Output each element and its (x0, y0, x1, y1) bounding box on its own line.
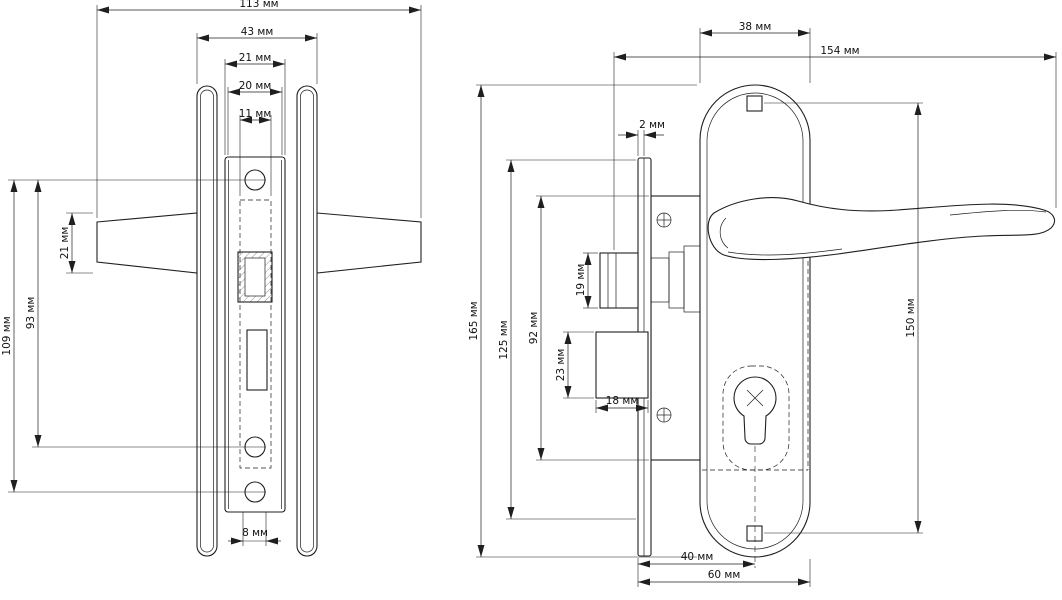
right-handle-profile (316, 212, 422, 274)
deadbolt (595, 331, 649, 399)
front-view (595, 84, 1056, 568)
dim-label-plate-depth: 60 мм (708, 569, 741, 581)
side-view-dimensions: 113 мм 43 мм 21 мм 20 мм 11 мм 21 мм 93 … (1, 0, 422, 546)
case-screw-top (656, 212, 672, 228)
bottom-screw-cover (746, 525, 763, 542)
latch-inner-detail (244, 257, 266, 297)
right-escutcheon-inner-line (300, 89, 314, 553)
side-view (96, 85, 422, 557)
handle-highlight-top (949, 209, 1047, 216)
cylinder-recess-hidden (722, 365, 790, 471)
dim-label-overall-length: 154 мм (820, 45, 859, 57)
front-view-dimensions: 38 мм 154 мм 2 мм 19 мм 23 мм 18 мм 92 м… (468, 21, 1057, 587)
dim-label-spindle-slot: 8 мм (242, 527, 268, 539)
keyhole-cross-2 (746, 389, 764, 407)
dim-label-rose-span: 43 мм (241, 26, 274, 38)
top-screw-cover (746, 95, 763, 112)
left-handle-profile (96, 212, 198, 274)
dim-label-deadbolt-width: 18 мм (606, 395, 639, 407)
handle-neck-line (719, 217, 729, 249)
dim-label-slot-width: 11 мм (239, 108, 272, 120)
dim-label-overall-width: 113 мм (239, 0, 278, 10)
dim-label-case-height: 92 мм (528, 312, 540, 345)
left-escutcheon-inner-line (200, 89, 214, 553)
dim-label-faceplate-width: 21 мм (239, 52, 272, 64)
dim-label-screw-distance: 93 мм (25, 297, 37, 330)
dim-label-plate-width: 38 мм (739, 21, 772, 33)
lock-body-profile (224, 156, 286, 513)
handle-highlight-bottom (727, 248, 843, 256)
case-screw-bottom (656, 407, 672, 423)
dim-label-deadbolt-height: 23 мм (555, 349, 567, 382)
left-escutcheon-profile (196, 85, 218, 557)
dim-label-outer-screw-distance: 109 мм (1, 316, 13, 355)
latch-bolt (599, 252, 639, 309)
case-opening (246, 329, 268, 391)
dim-label-handle-thickness: 21 мм (59, 227, 71, 260)
dim-label-body-width: 20 мм (239, 80, 272, 92)
keyhole-cylinder (733, 376, 777, 445)
dim-label-faceplate-thickness: 2 мм (639, 119, 665, 131)
dim-label-cylinder-offset: 40 мм (681, 551, 714, 563)
lock-case (650, 195, 701, 461)
dim-label-latch-height: 19 мм (575, 264, 587, 297)
hidden-case-outline (239, 199, 272, 469)
dim-label-screw-distance: 150 мм (905, 298, 917, 337)
dim-label-plate-height: 165 мм (468, 301, 480, 340)
right-escutcheon-profile (296, 85, 318, 557)
dim-label-mount-span: 125 мм (498, 320, 510, 359)
